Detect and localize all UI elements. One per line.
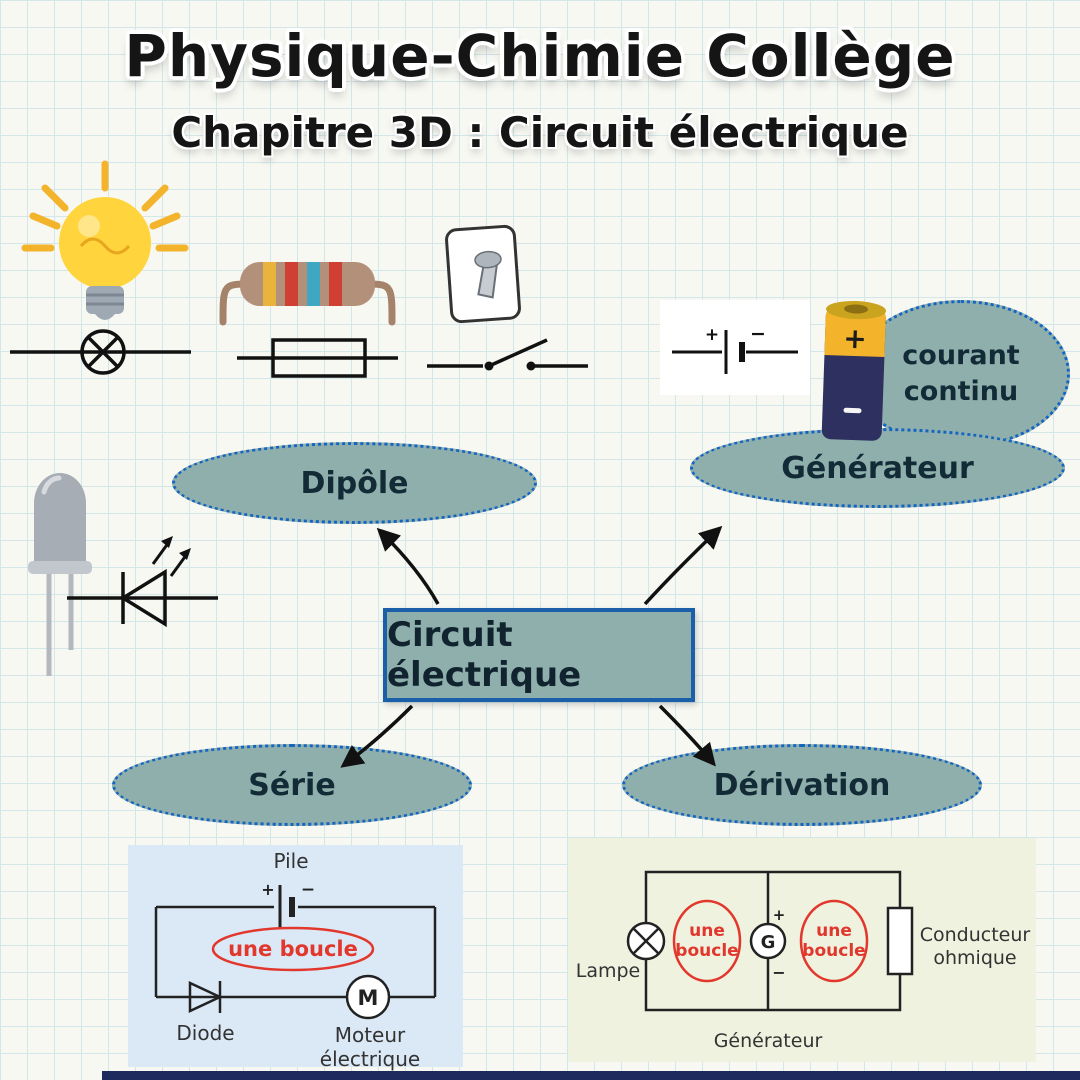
led-illustration-icon: [28, 473, 92, 676]
diode-label: Diode: [176, 1021, 235, 1045]
page-subtitle: Chapitre 3D : Circuit électrique: [171, 108, 909, 157]
derivation-circuit-panel: G + − Lampe une boucle une boucle Conduc…: [568, 838, 1036, 1062]
resistor-illustration-icon: [219, 262, 396, 326]
circuit-electrique-label: Circuit électrique: [387, 615, 582, 695]
battery-symbol-plus-label: +: [705, 325, 719, 345]
lamp-circuit-symbol-icon: [10, 329, 191, 375]
node-courant-continu: courant continu: [852, 300, 1070, 448]
resistor-circuit-symbol-icon: [237, 338, 398, 378]
generateur-label: Générateur: [781, 450, 974, 486]
lampe-label: Lampe: [575, 960, 641, 982]
arrow-to-dipole: [376, 527, 440, 605]
pile-minus-label: −: [301, 880, 315, 900]
generator-letter: G: [761, 932, 776, 953]
page-title: Physique-Chimie Collège: [124, 22, 956, 90]
battery-circuit-symbol-icon: + −: [672, 323, 798, 374]
generator-plus-label: +: [773, 906, 786, 924]
node-derivation: Dérivation: [622, 744, 982, 826]
led-circuit-symbol-icon: [67, 536, 218, 628]
switch-circuit-symbol-icon: [427, 338, 588, 371]
derivation-circuit-diagram: G + −: [626, 870, 914, 1012]
node-circuit-electrique: Circuit électrique: [383, 608, 695, 702]
serie-circuit-panel: + − M Pile une boucle Diode Moteur élect…: [128, 845, 463, 1071]
arrow-to-generateur: [643, 525, 723, 606]
derivation-generateur-label: Générateur: [713, 1030, 823, 1052]
motor-letter: M: [358, 986, 379, 1010]
battery-illustration-icon: +: [821, 300, 887, 441]
moteur-label: Moteur électrique: [319, 1023, 421, 1071]
serie-label: Série: [248, 767, 336, 803]
node-dipole: Dipôle: [172, 442, 537, 524]
pile-label: Pile: [273, 849, 309, 873]
dipole-label: Dipôle: [300, 465, 409, 501]
generator-minus-label: −: [772, 963, 785, 982]
bulb-illustration-icon: [21, 160, 189, 320]
serie-boucle-label: une boucle: [228, 937, 358, 961]
derivation-boucle-right-label: une boucle: [802, 921, 866, 962]
derivation-label: Dérivation: [713, 767, 891, 803]
battery-symbol-patch: + −: [660, 300, 810, 395]
battery-symbol-minus-label: −: [750, 323, 766, 345]
battery-illustration-plus-label: +: [843, 322, 868, 356]
serie-circuit-diagram: + − M: [154, 880, 437, 1020]
switch-illustration-icon: [445, 224, 521, 324]
node-serie: Série: [112, 744, 472, 826]
bottom-edge-strip: [102, 1071, 1080, 1080]
derivation-boucle-left-label: une boucle: [675, 921, 739, 962]
courant-continu-label: courant continu: [902, 339, 1020, 407]
conducteur-ohmique-label: Conducteur ohmique: [919, 924, 1031, 969]
pile-plus-label: +: [261, 880, 274, 899]
